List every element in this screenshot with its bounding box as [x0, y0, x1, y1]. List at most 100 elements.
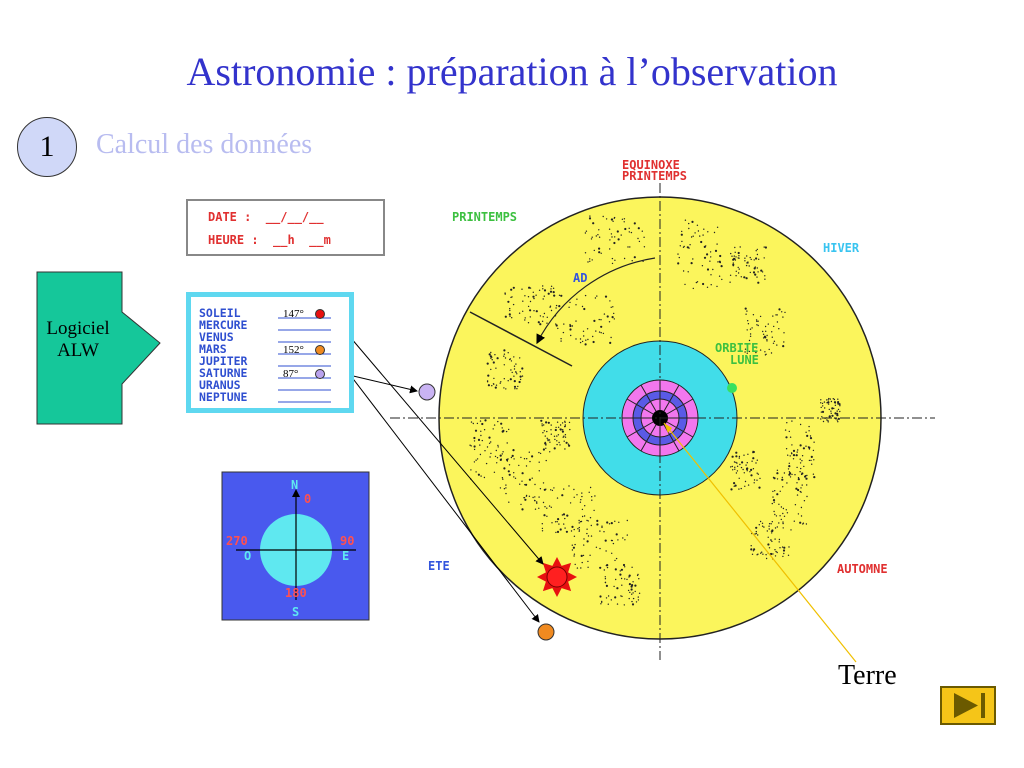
- star-dot: [745, 467, 749, 471]
- star-dot: [773, 510, 775, 513]
- star-dot: [592, 335, 594, 338]
- star-dot: [497, 444, 499, 447]
- star-dot: [502, 478, 504, 480]
- star-dot: [839, 405, 841, 407]
- star-dot: [585, 339, 587, 341]
- star-dot: [701, 265, 704, 267]
- star-dot: [751, 327, 753, 329]
- star-dot: [600, 319, 602, 321]
- star-dot: [749, 328, 752, 330]
- star-dot: [763, 335, 767, 338]
- star-dot: [505, 484, 507, 486]
- star-dot: [509, 309, 511, 312]
- software-label[interactable]: Logiciel ALW: [37, 318, 119, 362]
- star-dot: [770, 523, 772, 525]
- star-dot: [638, 592, 641, 594]
- star-dot: [556, 435, 558, 437]
- star-dot: [606, 566, 609, 569]
- star-dot: [695, 281, 698, 284]
- star-dot: [584, 294, 587, 297]
- star-dot: [546, 322, 548, 324]
- star-dot: [734, 484, 737, 487]
- star-dot: [699, 235, 701, 237]
- star-dot: [833, 407, 835, 410]
- star-dot: [553, 487, 555, 489]
- star-dot: [488, 353, 491, 356]
- star-dot: [783, 552, 785, 555]
- star-dot: [836, 419, 838, 421]
- star-dot: [542, 432, 544, 434]
- star-dot: [771, 331, 773, 333]
- star-dot: [546, 507, 548, 509]
- star-dot: [677, 262, 680, 265]
- star-dot: [598, 229, 600, 231]
- star-dot: [629, 246, 631, 248]
- star-dot: [776, 314, 778, 316]
- compass-west: O: [244, 549, 251, 563]
- star-dot: [474, 429, 478, 432]
- star-dot: [627, 589, 630, 592]
- star-dot: [510, 456, 513, 459]
- date-field[interactable]: DATE : __/__/__: [208, 210, 324, 224]
- logiciel-arrow-shape[interactable]: [36, 271, 161, 425]
- star-dot: [764, 325, 767, 328]
- star-dot: [503, 488, 506, 490]
- star-dot: [733, 485, 735, 487]
- star-dot: [614, 568, 617, 571]
- star-dot: [473, 445, 476, 448]
- star-dot: [599, 595, 602, 598]
- star-dot: [826, 399, 828, 401]
- star-dot: [494, 386, 497, 389]
- star-dot: [621, 584, 623, 586]
- star-dot: [579, 341, 582, 344]
- star-dot: [561, 494, 564, 497]
- star-dot: [586, 328, 589, 330]
- star-dot: [544, 442, 547, 445]
- star-dot: [515, 371, 517, 373]
- star-dot: [838, 418, 840, 420]
- star-dot: [631, 593, 633, 595]
- star-dot: [782, 345, 785, 348]
- next-slide-button[interactable]: [940, 686, 996, 725]
- star-dot: [521, 367, 524, 370]
- star-dot: [572, 546, 576, 549]
- star-dot: [564, 424, 566, 426]
- earth-spoke: [663, 384, 680, 412]
- star-dot: [756, 276, 758, 278]
- star-dot: [754, 533, 756, 535]
- star-dot: [523, 458, 526, 460]
- star-dot: [782, 521, 784, 523]
- star-dot: [529, 309, 532, 312]
- star-dot: [710, 256, 712, 258]
- star-dot: [519, 371, 521, 373]
- star-dot: [613, 241, 616, 245]
- star-dot: [797, 488, 800, 492]
- star-dot: [564, 517, 566, 520]
- star-dot: [566, 514, 569, 517]
- star-dot: [782, 486, 784, 488]
- star-dot: [550, 288, 552, 290]
- hour-field[interactable]: HEURE : __h __m: [208, 233, 331, 247]
- star-dot: [587, 566, 589, 568]
- star-dot: [826, 402, 828, 404]
- star-dot: [782, 555, 784, 558]
- star-dot: [768, 547, 771, 549]
- star-dot: [721, 278, 723, 281]
- star-dot: [512, 449, 515, 452]
- star-dot: [614, 559, 616, 562]
- star-dot: [687, 271, 689, 273]
- star-dot: [634, 590, 636, 593]
- star-dot: [484, 450, 486, 452]
- season-autumn-label: AUTOMNE: [837, 562, 888, 576]
- star-dot: [730, 252, 732, 255]
- star-dot: [559, 528, 562, 531]
- star-dot: [828, 416, 831, 418]
- star-dot: [778, 328, 780, 330]
- star-dot: [484, 419, 487, 422]
- star-dot: [577, 528, 579, 530]
- star-dot: [490, 441, 492, 443]
- star-dot: [546, 316, 548, 318]
- star-dot: [778, 503, 780, 505]
- star-dot: [643, 246, 646, 248]
- star-dot: [718, 260, 721, 263]
